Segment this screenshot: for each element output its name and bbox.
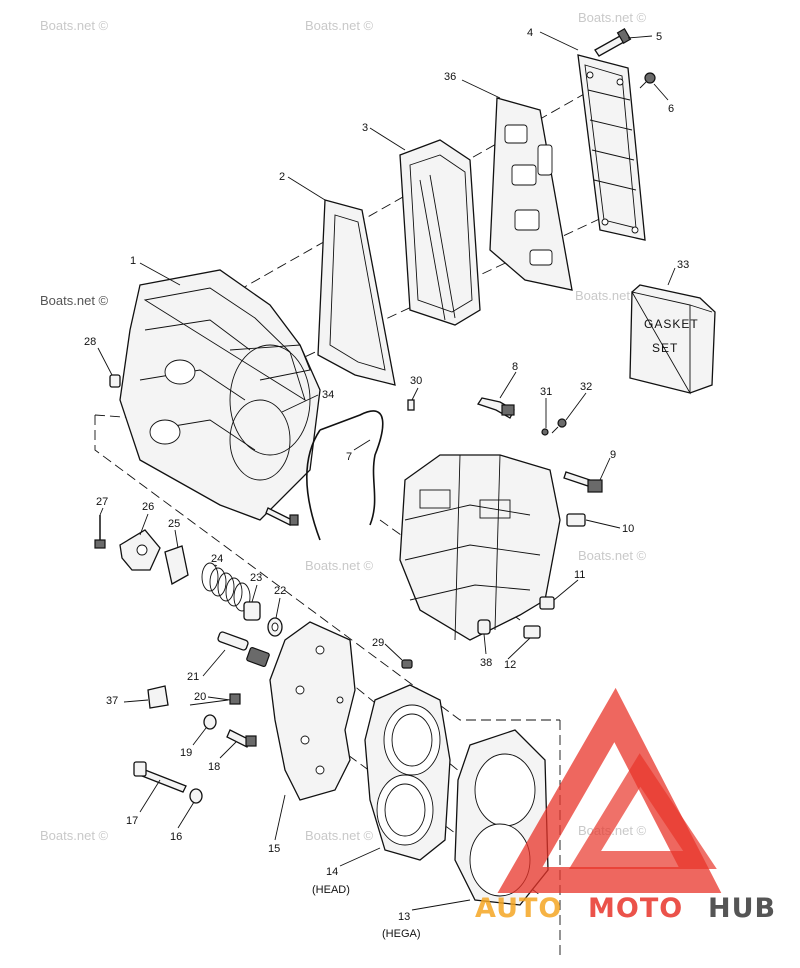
gasket-set-label: SET — [652, 341, 678, 355]
callout-21: 21 — [187, 671, 199, 683]
callout-31: 31 — [540, 386, 552, 398]
callout-8: 8 — [512, 361, 518, 373]
part-31-screw — [541, 428, 549, 436]
callout-19: 19 — [180, 747, 192, 759]
callout-20: 20 — [194, 691, 206, 703]
callout-30: 30 — [410, 375, 422, 387]
logo-triangle-inner — [568, 753, 717, 869]
callout-14: 14 — [326, 866, 338, 878]
callout-1: 1 — [130, 255, 136, 267]
part-19-washer — [203, 714, 217, 730]
callout-2: 2 — [279, 171, 285, 183]
callout-5: 5 — [656, 31, 662, 43]
watermark: Boats.net © — [578, 10, 647, 25]
callout-27: 27 — [96, 496, 108, 508]
callout-25: 25 — [168, 518, 180, 530]
part-34-screw — [265, 507, 299, 526]
leader-lines — [97, 31, 676, 911]
part-25-gasket — [164, 545, 189, 585]
part-20-screw — [189, 693, 241, 706]
part-1-crankcase — [119, 269, 321, 521]
callout-3: 3 — [362, 122, 368, 134]
part-8-bolt — [476, 397, 515, 419]
watermark: Boats.net © — [578, 548, 647, 563]
part-28-dowel-pin — [109, 374, 121, 388]
callout-17: 17 — [126, 815, 138, 827]
part-27-screw — [94, 515, 106, 549]
watermark: Boats.net © — [305, 18, 374, 33]
part-6-bolt — [639, 72, 656, 89]
logo-text-moto: MOTO — [588, 893, 683, 924]
part-22-washer — [267, 617, 283, 637]
part-9-bolt — [563, 471, 603, 493]
part-21-spark-plug — [217, 631, 270, 668]
callout-26: 26 — [142, 501, 154, 513]
callout-29: 29 — [372, 637, 384, 649]
callout-16: 16 — [170, 831, 182, 843]
watermark: Boats.net © — [40, 293, 109, 308]
callouts: 4 5 6 36 3 2 33 1 28 34 30 8 31 32 7 9 1… — [84, 27, 689, 940]
callout-38: 38 — [480, 657, 492, 669]
part-12-bolt — [523, 625, 541, 639]
watermark: Boats.net © — [575, 288, 644, 303]
callout-22: 22 — [274, 585, 286, 597]
callout-28: 28 — [84, 336, 96, 348]
part-24-spring — [201, 562, 251, 612]
part-15-cover-plate — [269, 621, 356, 801]
intake-manifold-block — [399, 454, 561, 641]
part-37-decal — [147, 685, 169, 709]
part-3-cover — [399, 139, 481, 326]
callout-9: 9 — [610, 449, 616, 461]
part-26-thermostat-cover — [119, 529, 161, 571]
callout-13: 13 — [398, 911, 410, 923]
part-7-spring-wire — [306, 410, 384, 541]
gasket-set-label: GASKET — [644, 317, 699, 331]
part-30-pin — [407, 399, 415, 411]
watermark: Boats.net © — [305, 828, 374, 843]
part-38-plug — [477, 619, 491, 635]
part-14-cylinder-head — [364, 684, 451, 861]
callout-15: 15 — [268, 843, 280, 855]
watermark: Boats.net © — [305, 558, 374, 573]
part-4-cover-plate — [577, 54, 646, 241]
callout-13-hega: (HEGA) — [382, 928, 421, 940]
callout-32: 32 — [580, 381, 592, 393]
callout-34: 34 — [322, 389, 334, 401]
part-29-nut — [401, 659, 413, 669]
part-5-screw — [594, 27, 632, 57]
callout-18: 18 — [208, 761, 220, 773]
callout-24: 24 — [211, 553, 223, 565]
part-33-gasket-set: GASKET SET — [629, 284, 716, 395]
part-16-washer — [189, 788, 203, 804]
logo-text-auto: AUTO — [475, 893, 562, 924]
callout-37: 37 — [106, 695, 118, 707]
part-23-thermostat — [243, 601, 261, 621]
part-11-bolt — [539, 596, 555, 610]
watermark: Boats.net © — [40, 828, 109, 843]
callout-4: 4 — [527, 27, 533, 39]
callout-23: 23 — [250, 572, 262, 584]
callout-6: 6 — [668, 103, 674, 115]
callout-7: 7 — [346, 451, 352, 463]
callout-36: 36 — [444, 71, 456, 83]
part-32-screw — [551, 418, 567, 434]
part-18-sensor — [226, 729, 257, 748]
part-36-gasket — [489, 97, 573, 291]
part-2-gasket — [317, 199, 396, 386]
automotohub-logo: AUTO MOTO HUB — [475, 687, 776, 924]
watermark: Boats.net © — [40, 18, 109, 33]
part-10-fitting — [566, 513, 586, 527]
callout-12: 12 — [504, 659, 516, 671]
callout-33: 33 — [677, 259, 689, 271]
callout-14-head: (HEAD) — [312, 884, 350, 896]
logo-text-hub: HUB — [708, 893, 776, 924]
part-17-bolt — [133, 761, 187, 793]
watermarks: Boats.net © Boats.net © Boats.net © Boat… — [40, 10, 647, 843]
callout-10: 10 — [622, 523, 634, 535]
callout-11: 11 — [574, 569, 585, 581]
